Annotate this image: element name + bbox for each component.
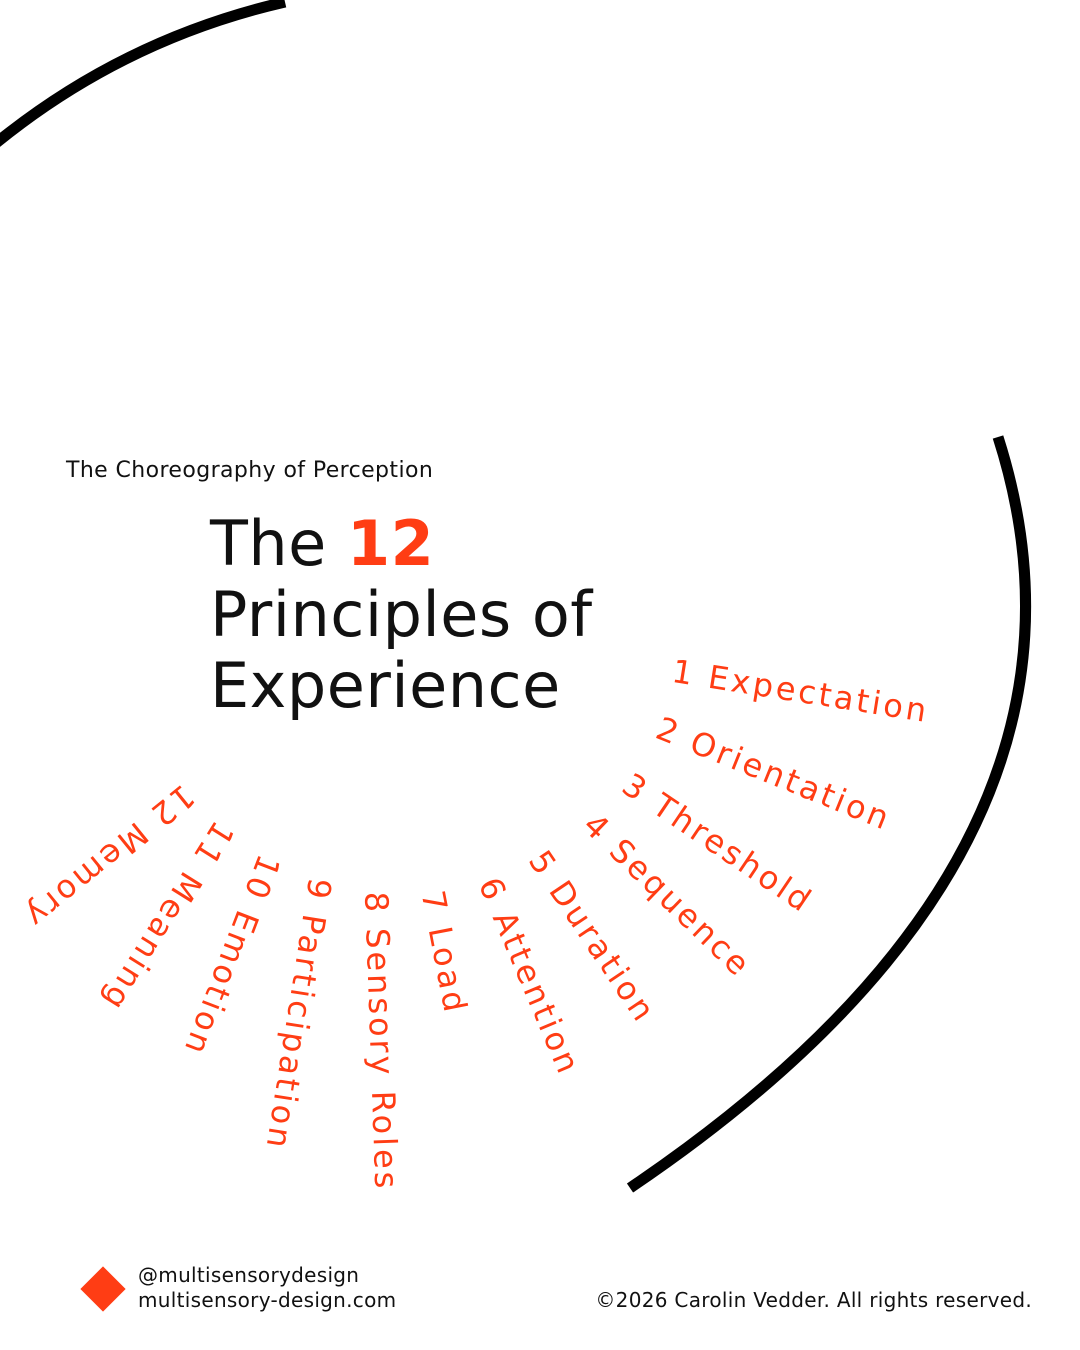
top-left-arc <box>0 0 287 147</box>
title-line-1: The 12 <box>210 508 593 579</box>
title-line-3: Experience <box>210 649 561 722</box>
website-link: multisensory-design.com <box>138 1288 397 1312</box>
title-number: 12 <box>347 507 435 580</box>
title-prefix: The <box>210 507 327 580</box>
right-arc <box>626 435 1032 1193</box>
subtitle: The Choreography of Perception <box>66 458 434 483</box>
page-title: The 12 Principles of Experience <box>210 508 593 721</box>
title-line-2: Principles of <box>210 578 593 651</box>
social-handle: @multisensorydesign <box>138 1263 360 1287</box>
principle-8: 8 Sensory Roles <box>357 890 406 1192</box>
footer-contact: @multisensorydesign multisensory-design.… <box>138 1263 396 1313</box>
copyright: ©2026 Carolin Vedder. All rights reserve… <box>595 1288 1032 1312</box>
